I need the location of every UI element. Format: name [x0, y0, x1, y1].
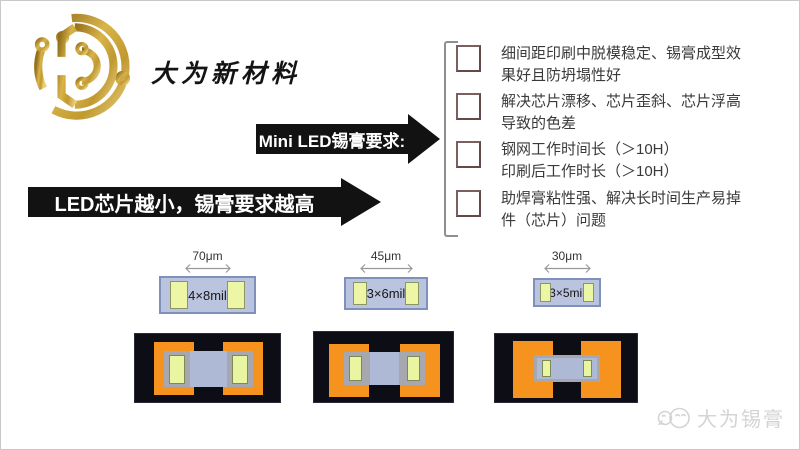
chip-body: 4×8mil [159, 276, 256, 314]
width-arrow-icon [359, 264, 413, 273]
chip-body: 3×6mil [344, 277, 428, 310]
die-electrode [583, 360, 592, 377]
pcb-figure-small-chip [494, 333, 638, 403]
requirement-line: 果好且防坍塌性好 [501, 67, 622, 84]
company-logo-icon [34, 13, 131, 120]
checkbox-icon [456, 93, 481, 120]
left-bracket [444, 41, 458, 237]
die-electrode [232, 355, 248, 384]
requirement-line: 助焊膏粘性强、解决长时间生产易掉 [501, 190, 742, 207]
die-electrode [169, 355, 185, 384]
width-arrow-icon [184, 264, 231, 273]
width-arrow-icon [543, 264, 591, 273]
pcb-figure-medium-chip [313, 331, 454, 403]
watermark: 大为锡膏 [656, 403, 785, 432]
chip-smaller-arrow-label: LED芯片越小，锡膏要求越高 [28, 187, 341, 217]
chip-smaller-arrow: LED芯片越小，锡膏要求越高 [28, 178, 383, 226]
chip-assembly [534, 355, 600, 382]
arrow-head-icon [408, 114, 440, 164]
die-electrode [542, 360, 551, 377]
checkbox-icon [456, 45, 481, 72]
led-die [190, 351, 227, 387]
led-die [537, 358, 597, 379]
die-electrode [349, 356, 362, 381]
pitch-label: 70μm [192, 249, 223, 263]
chip-size-label: 3×6mil [366, 286, 406, 301]
requirement-line: 导致的色差 [501, 115, 577, 132]
mini-led-arrow-label: Mini LED锡膏要求: [256, 124, 408, 154]
requirement-item: 钢网工作时间长（＞10H） 印刷后工作时长（＞10H） [456, 139, 756, 183]
checkbox-icon [456, 190, 481, 217]
watermark-text: 大为锡膏 [697, 409, 785, 431]
wechat-icon [657, 407, 690, 428]
requirement-line: 印刷后工作时长（＞10H） [501, 163, 679, 180]
requirement-item: 解决芯片漂移、芯片歪斜、芯片浮高 导致的色差 [456, 91, 756, 135]
mini-led-arrow: Mini LED锡膏要求: [256, 114, 446, 164]
requirement-line: 解决芯片漂移、芯片歪斜、芯片浮高 [501, 93, 742, 110]
requirement-line: 细间距印刷中脱模稳定、锡膏成型效 [501, 45, 742, 62]
requirement-line: 件（芯片）问题 [501, 212, 607, 229]
chip-figure-70um: 70μm 4×8mil [159, 249, 256, 314]
checkbox-icon [456, 141, 481, 168]
requirement-item: 细间距印刷中脱模稳定、锡膏成型效 果好且防坍塌性好 [456, 43, 756, 87]
chip-size-label: 3×5mil [549, 285, 585, 300]
chip-size-label: 4×8mil [188, 287, 227, 303]
chip-pad-icon [170, 281, 188, 309]
die-electrode [407, 356, 420, 381]
chip-pad-icon [540, 283, 551, 302]
brand-name: 大为新材料 [151, 59, 302, 88]
pitch-label: 30μm [551, 249, 583, 263]
chip-pad-icon [583, 283, 594, 302]
requirement-item: 助焊膏粘性强、解决长时间生产易掉 件（芯片）问题 [456, 188, 756, 232]
chip-figure-30um: 30μm 3×5mil [533, 249, 601, 307]
chip-body: 3×5mil [533, 278, 601, 307]
chip-pad-icon [405, 282, 419, 305]
chip-figure-45um: 45μm 3×6mil [344, 249, 428, 310]
requirement-line: 钢网工作时间长（＞10H） [501, 141, 679, 158]
chip-pad-icon [227, 281, 245, 309]
led-die [370, 352, 399, 385]
chip-pad-icon [353, 282, 367, 305]
pcb-figure-large-chip [134, 333, 281, 403]
arrow-head-icon [341, 178, 381, 226]
pitch-label: 45μm [370, 249, 402, 263]
